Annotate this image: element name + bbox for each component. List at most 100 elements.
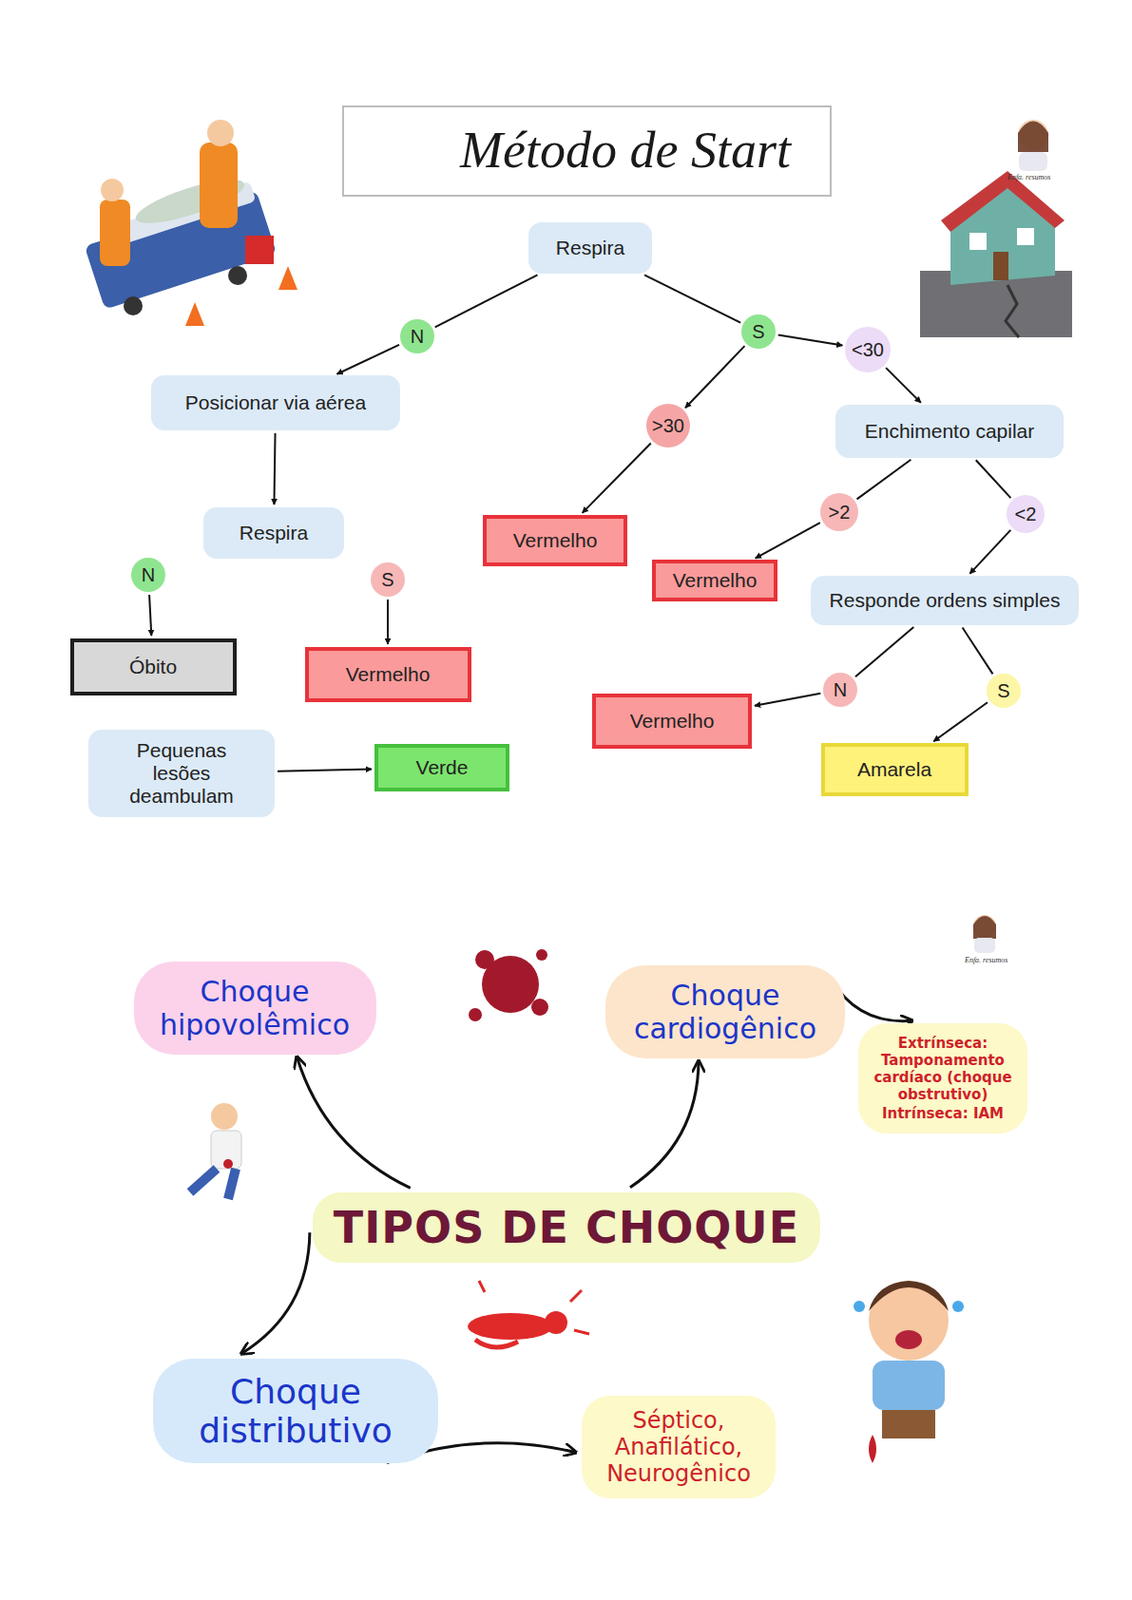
node-text: Responde ordens simples: [829, 589, 1061, 613]
connector: [277, 769, 372, 772]
node-text: Choque hipovolêmico: [153, 975, 358, 1042]
triage-box: Verde: [374, 744, 510, 792]
watermark: Enfa. resumos: [964, 956, 1008, 965]
triage-box: Óbito: [70, 638, 237, 696]
node-text: Pequenas lesões deambulam: [105, 739, 258, 808]
connector: [969, 530, 1011, 575]
house-earthquake: [920, 171, 1073, 338]
connector: [296, 1056, 410, 1189]
avatar: [973, 915, 997, 939]
node-text: Extrínseca: Tamponamento cardíaco (choqu…: [871, 1035, 1015, 1104]
decision-circle: >30: [646, 403, 691, 448]
decision-circle: N: [131, 557, 166, 593]
avatar: [1017, 121, 1049, 154]
node-text: S: [381, 569, 394, 592]
connector: [976, 460, 1012, 499]
injured-person: [190, 1103, 242, 1200]
fallen-figure: [475, 1340, 519, 1348]
crying-boy: [882, 1410, 936, 1439]
node-text: S: [997, 680, 1010, 703]
node-text: Choque cardiogênico: [624, 978, 826, 1046]
topic-bubble: TIPOS DE CHOQUE: [312, 1192, 821, 1264]
avatar: [974, 938, 996, 954]
connector: [336, 345, 400, 375]
triage-box: Enchimento capilar: [835, 404, 1064, 459]
connector: [685, 345, 745, 408]
connector: [582, 443, 652, 514]
avatar: [1018, 152, 1048, 172]
triage-box: Amarela: [821, 743, 969, 797]
rescue-scene: [123, 296, 143, 316]
decision-circle: N: [823, 672, 858, 708]
connector: [857, 460, 912, 500]
connector: [149, 594, 152, 636]
crying-boy: [895, 1330, 922, 1350]
node-text: Verde: [416, 756, 469, 780]
triage-box: Respira: [203, 507, 345, 559]
connector: [241, 1232, 310, 1355]
rescue-scene: [100, 178, 124, 202]
topic-bubble: Extrínseca: Tamponamento cardíaco (choqu…: [858, 1023, 1028, 1134]
rescue-scene: [228, 266, 248, 286]
connector: [855, 627, 914, 677]
connector: [933, 702, 988, 742]
topic-bubble: Choque distributivo: [153, 1359, 439, 1464]
rescue-scene: [207, 119, 234, 147]
fallen-figure: [467, 1313, 554, 1341]
node-text: Vermelho: [672, 569, 758, 593]
connector: [778, 334, 844, 346]
house-earthquake: [993, 251, 1009, 281]
node-text: N: [833, 679, 847, 702]
decision-circle: S: [370, 562, 405, 597]
rescue-scene: [99, 199, 131, 267]
house-earthquake: [940, 171, 1065, 232]
decision-circle: <30: [844, 326, 891, 373]
triage-box: Vermelho: [592, 693, 752, 749]
connector: [386, 599, 389, 645]
watermark: Enfa. resumos: [1007, 172, 1051, 182]
node-text: Intrínseca: IAM: [882, 1105, 1004, 1123]
rescue-scene: [84, 119, 298, 327]
connector: [962, 628, 994, 675]
node-text: <2: [1015, 503, 1037, 526]
crying-boy: [872, 1361, 945, 1411]
node-text: Posicionar via aérea: [185, 391, 366, 415]
house-earthquake: [950, 180, 1056, 286]
node-text: Séptico, Anafilático, Neurogênico: [594, 1407, 763, 1488]
connector: [644, 274, 741, 323]
triage-box: Vermelho: [305, 647, 472, 703]
triage-box: Pequenas lesões deambulam: [88, 729, 275, 818]
node-text: Vermelho: [345, 663, 431, 687]
fallen-figure: [479, 1281, 590, 1335]
connector: [630, 1061, 699, 1189]
connector: [755, 522, 821, 558]
connector: [273, 433, 275, 505]
injured-person: [223, 1159, 233, 1170]
triage-box: Respira: [528, 222, 653, 274]
node-text: Óbito: [129, 655, 177, 679]
crying-boy: [853, 1301, 865, 1313]
node-text: >30: [652, 415, 685, 438]
triage-box: Responde ordens simples: [810, 575, 1079, 626]
connector: [435, 274, 538, 327]
node-text: Choque distributivo: [172, 1372, 420, 1451]
injured-person: [190, 1169, 236, 1200]
node-text: Vermelho: [513, 529, 598, 553]
title-box: Método de Start: [342, 105, 832, 197]
node-text: <30: [851, 339, 884, 362]
node-text: Amarela: [857, 758, 932, 782]
node-text: Respira: [556, 236, 625, 260]
node-text: Enchimento capilar: [864, 420, 1036, 443]
avatar: [973, 916, 997, 940]
topic-bubble: Choque cardiogênico: [605, 965, 845, 1059]
rescue-scene: [278, 266, 298, 290]
house-earthquake: [969, 232, 987, 250]
node-text: Vermelho: [630, 709, 715, 733]
injured-person: [211, 1103, 238, 1131]
blood-splat: [536, 949, 548, 961]
node-text: >2: [828, 501, 851, 524]
decision-circle: S: [741, 314, 776, 349]
topic-bubble: Choque hipovolêmico: [134, 961, 377, 1056]
node-text: N: [410, 326, 424, 348]
